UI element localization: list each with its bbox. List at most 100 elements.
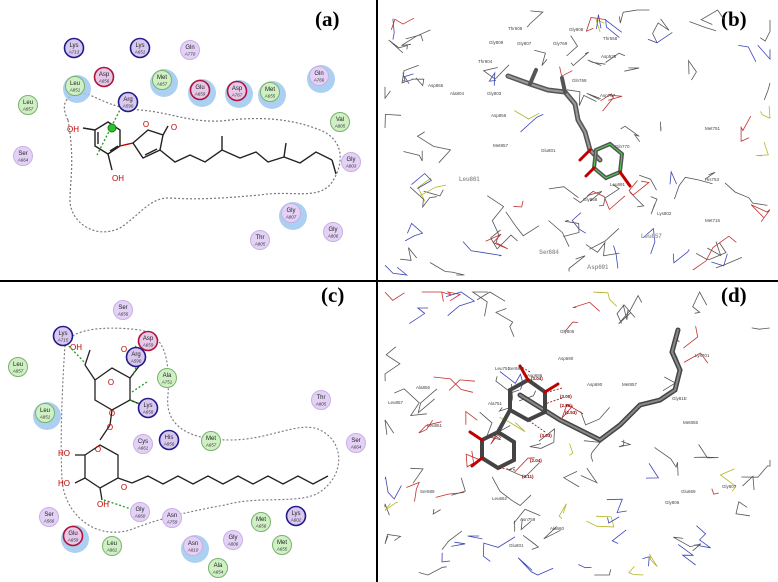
residue-wireframe	[647, 32, 673, 44]
residue-wireframe	[596, 14, 602, 30]
residue-disc	[137, 397, 159, 419]
residue-wireframe	[571, 212, 587, 234]
panel-b-label: (b)	[721, 7, 747, 31]
residue-name: Glu	[195, 85, 204, 91]
residue-wireframe	[563, 219, 580, 237]
residue-label: Ser589	[420, 489, 435, 494]
residue-wireframe	[384, 476, 402, 500]
residue-disc	[35, 403, 55, 423]
residue-disc	[281, 203, 301, 223]
residue-wireframe	[384, 264, 409, 276]
residue-label: Glu801	[541, 148, 556, 153]
residue-wireframe	[479, 411, 501, 440]
residue-wireframe	[645, 463, 660, 479]
residue-name: Ser	[351, 438, 360, 444]
residue-wireframe	[462, 241, 502, 257]
residue-wireframe	[520, 518, 532, 531]
residue-wireframe	[595, 18, 605, 33]
residue-wireframe	[482, 536, 516, 562]
residue-disc	[65, 76, 85, 96]
residue-wireframe	[561, 403, 584, 419]
residue-disc	[52, 325, 74, 347]
residue-disc	[272, 535, 292, 555]
residue-wireframe	[566, 35, 579, 57]
residue-label: Ala856	[416, 385, 431, 390]
residue-wireframe	[589, 228, 620, 250]
residue-number: A654	[212, 570, 224, 575]
residue-wireframe	[735, 501, 750, 517]
residue-wireframe	[642, 556, 650, 567]
residue-wireframe	[421, 291, 444, 302]
residue-wireframe	[445, 291, 476, 317]
residue-wireframe	[696, 242, 727, 260]
residue-wireframe	[417, 388, 438, 414]
residue-disc	[133, 434, 153, 454]
residue-wireframe	[394, 388, 427, 416]
residue-name: Met	[256, 517, 266, 523]
residue-wireframe	[704, 171, 716, 180]
residue-label: Met751	[705, 126, 721, 131]
residue-wireframe	[643, 227, 656, 255]
residue-name: Lys	[135, 43, 144, 49]
residue-wireframe	[471, 291, 488, 317]
residue-label: Ser684	[508, 366, 523, 371]
residue-wireframe	[388, 39, 408, 54]
residue-name: Leu	[40, 408, 50, 414]
residue-number: A856	[163, 442, 175, 447]
residue-name: Met	[265, 87, 275, 93]
residue-wireframe	[741, 459, 771, 478]
residue-name: Gly	[136, 507, 145, 513]
residue-number: A857	[12, 369, 24, 374]
residue-disc	[208, 558, 228, 578]
residue-wireframe	[419, 184, 447, 197]
residue-name: Lys	[143, 403, 152, 409]
residue-disc	[330, 112, 350, 132]
residue-disc	[346, 433, 366, 453]
residue-disc	[18, 95, 38, 115]
residue-number: A657	[156, 82, 168, 87]
residue-wireframe	[660, 121, 662, 132]
residue-wireframe	[514, 457, 535, 473]
residue-wireframe	[669, 170, 677, 185]
residue-wireframe	[628, 180, 650, 196]
residue-wireframe	[441, 530, 463, 551]
residue-name: Ser	[44, 512, 53, 518]
residue-label: His753	[705, 177, 720, 182]
residue-disc	[117, 91, 139, 113]
residue-number: A659	[142, 343, 154, 348]
panel-c-2d-interaction-diagram: (c) OH O O O O HO O HO OH O O O	[8, 283, 366, 578]
residue-label: Gly858	[583, 197, 598, 202]
atom-oh: OH	[67, 125, 79, 134]
residue-disc	[323, 222, 343, 242]
residue-wireframe	[715, 257, 743, 269]
residue-label: Leu861	[459, 177, 480, 183]
residue-wireframe	[607, 516, 620, 524]
residue-label: Gly809	[489, 40, 504, 45]
residue-label: Gly81E	[672, 396, 687, 401]
atom-o: O	[171, 123, 177, 132]
residue-wireframe	[700, 9, 725, 25]
panel-b-residue-wireframes	[384, 9, 771, 276]
residue-name: Arg	[123, 97, 132, 103]
residue-number: A803	[345, 164, 357, 169]
residue-label: Asp690	[587, 382, 603, 387]
residue-wireframe	[423, 189, 444, 197]
ligand-c	[74, 349, 329, 501]
residue-disc	[341, 152, 361, 172]
residue-number: A664	[17, 158, 29, 163]
residue-number: A590	[122, 104, 134, 109]
residue-wireframe	[491, 476, 532, 507]
atom-ho: HO	[58, 479, 70, 488]
